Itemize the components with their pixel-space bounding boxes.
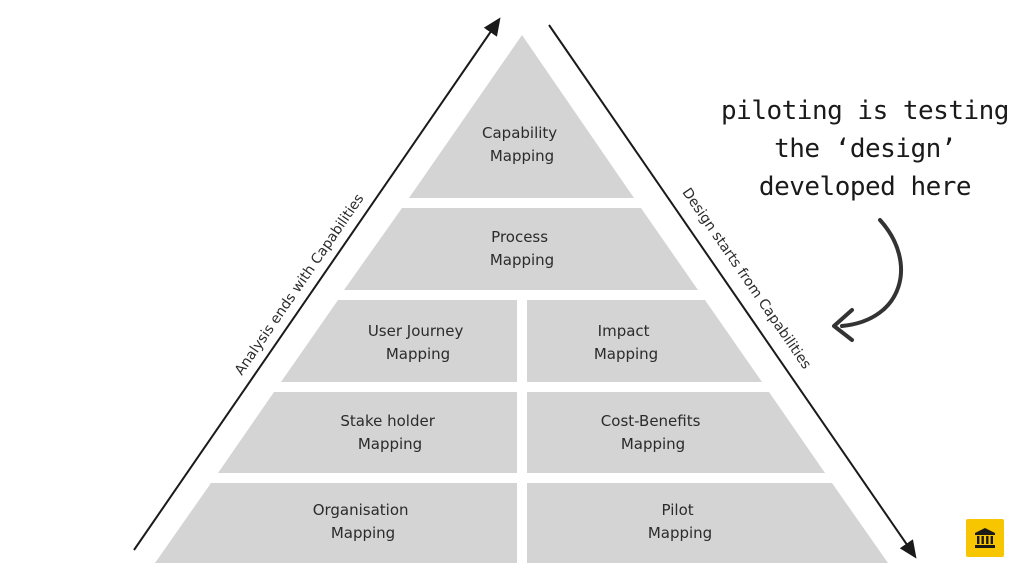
tier-capability-label: Capability Mapping: [482, 124, 562, 165]
tier-impact-label: Impact Mapping: [594, 322, 658, 363]
tier-process-label: Process Mapping: [490, 228, 554, 269]
tier-organisation-label: Organisation Mapping: [313, 501, 414, 542]
annotation-line-2: the ‘design’: [774, 134, 956, 164]
tier-cost-benefits-block: [527, 392, 825, 473]
tier-stakeholder-block: [218, 392, 517, 473]
annotation-line-1: piloting is testing: [721, 96, 1009, 126]
tier-impact-block: [527, 300, 762, 382]
tier-user-journey-label: User Journey Mapping: [368, 322, 468, 363]
tier-stakeholder-label: Stake holder Mapping: [340, 412, 439, 453]
curved-pointer-arrow: [840, 218, 903, 328]
tier-capability-block: [409, 35, 634, 198]
tier-user-journey-block: [281, 300, 517, 382]
annotation-line-3: developed here: [758, 172, 972, 202]
tier-organisation-block: [155, 483, 517, 563]
tier-pilot-block: [527, 483, 888, 563]
tier-process-block: [344, 208, 698, 290]
tier-cost-benefits-label: Cost-Benefits Mapping: [601, 412, 705, 453]
curved-pointer-arrowhead: [832, 308, 854, 342]
right-arrow: [548, 24, 917, 559]
tier-pilot-label: Pilot Mapping: [648, 501, 712, 542]
bank-icon: [975, 528, 995, 548]
annotation-note: piloting is testing the ‘design’ develop…: [720, 92, 1010, 206]
logo-badge: [966, 519, 1004, 557]
left-arrow: [133, 17, 501, 551]
